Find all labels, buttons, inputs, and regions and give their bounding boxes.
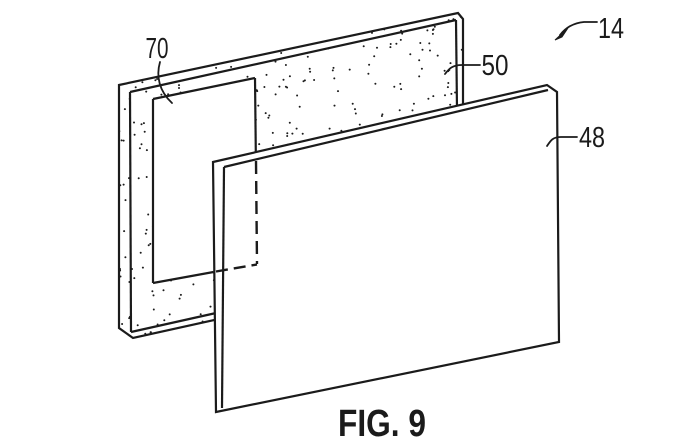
- leader-line-50: [444, 64, 481, 75]
- window-bottom-edge-hidden: [215, 263, 258, 273]
- back-panel-face-left-edge: [128, 91, 133, 333]
- front-panel-silhouette: [211, 83, 561, 414]
- front-panel-face-left-edge: [220, 166, 226, 409]
- ref-label-window: 70: [146, 33, 169, 65]
- leader-arrow-14-shaft: [559, 21, 598, 36]
- hidden-edges: [215, 160, 259, 273]
- leader-arrow-14-head: [554, 27, 569, 41]
- window-right-edge-upper: [253, 77, 257, 153]
- window-bottom-edge-left: [152, 270, 214, 285]
- ref-label-assembly: 14: [598, 13, 624, 45]
- front-panel-face-top-edge: [223, 88, 549, 169]
- ref-label-back-panel: 50: [482, 50, 509, 82]
- annotations: 70 50 48 14: [146, 13, 625, 154]
- back-panel-face-bottom-edge: [130, 309, 226, 334]
- window-right-edge-hidden: [254, 160, 259, 265]
- ref-label-front-panel: 48: [579, 122, 605, 154]
- figure-caption: FIG. 9: [338, 403, 426, 444]
- window-top-edge: [152, 76, 256, 101]
- leader-line-48: [546, 136, 578, 147]
- leader-line-70: [157, 61, 173, 104]
- front-panel: [211, 83, 561, 414]
- back-panel-face-top-edge: [129, 18, 457, 94]
